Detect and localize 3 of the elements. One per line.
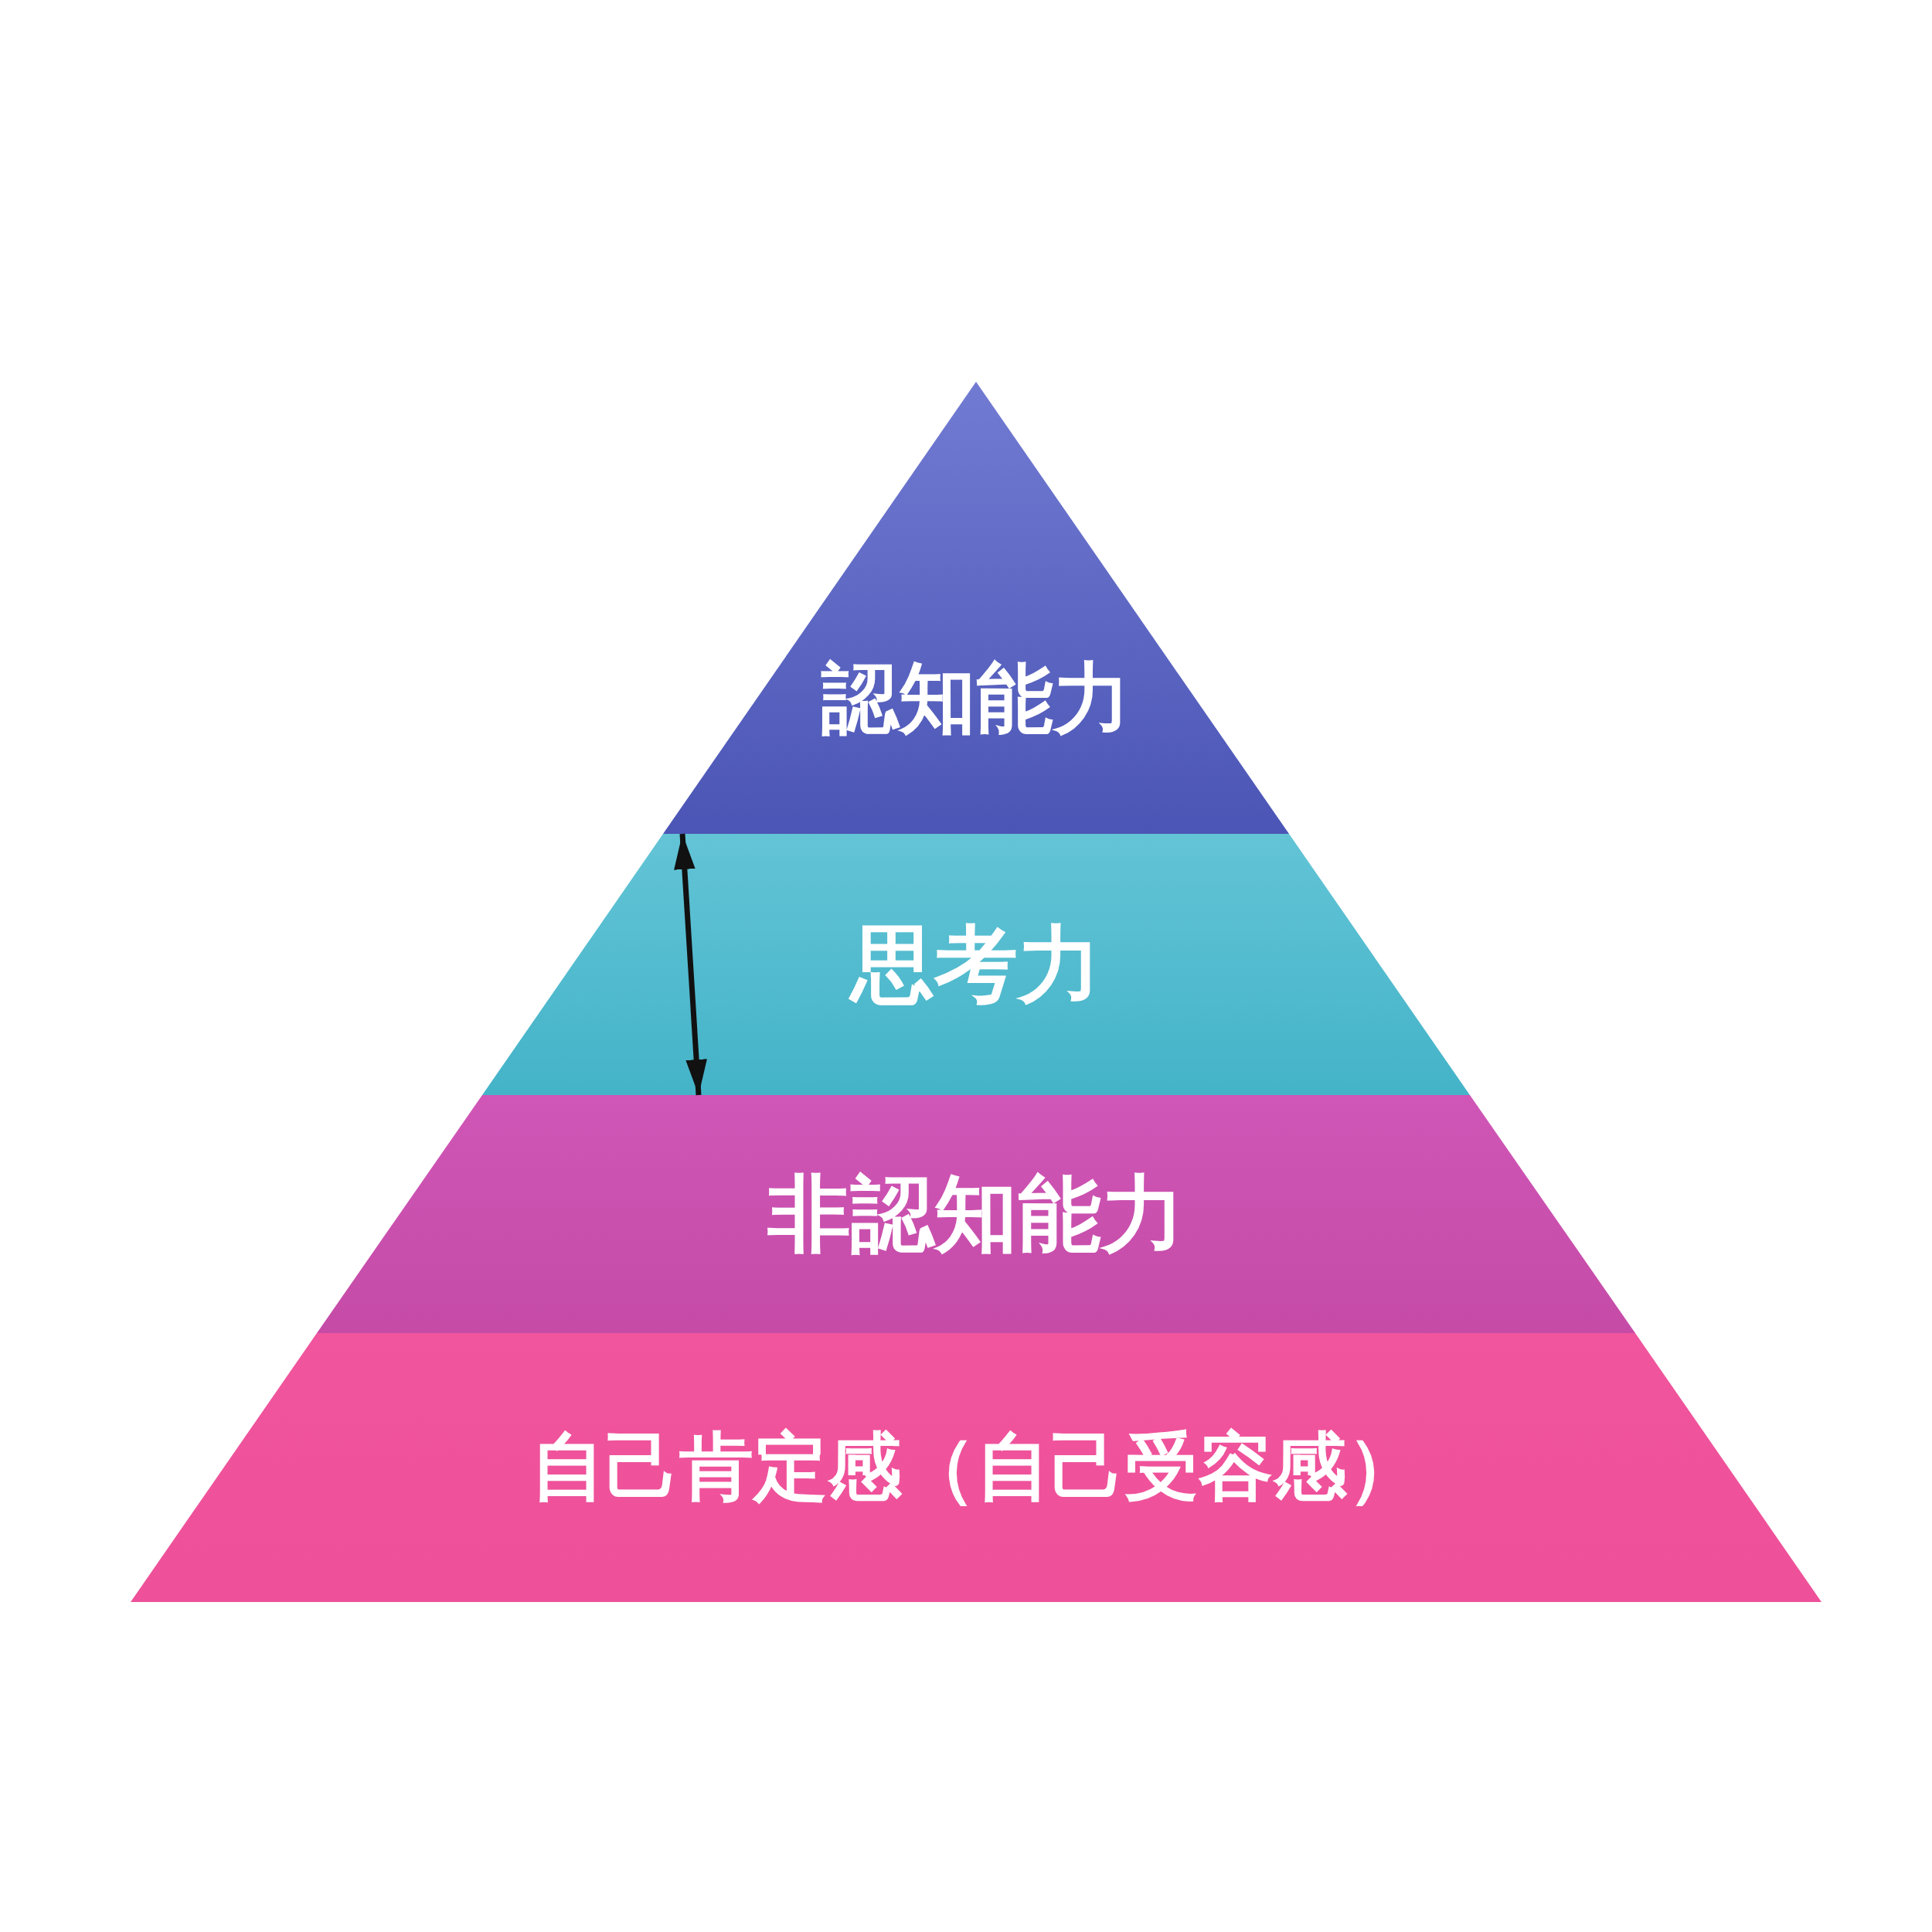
layer-label: 自己肯定感（自己受容感） [531,1423,1421,1512]
layer-label: 認知能力 [821,651,1131,745]
layer-label: 非認知能力 [767,1165,1185,1264]
